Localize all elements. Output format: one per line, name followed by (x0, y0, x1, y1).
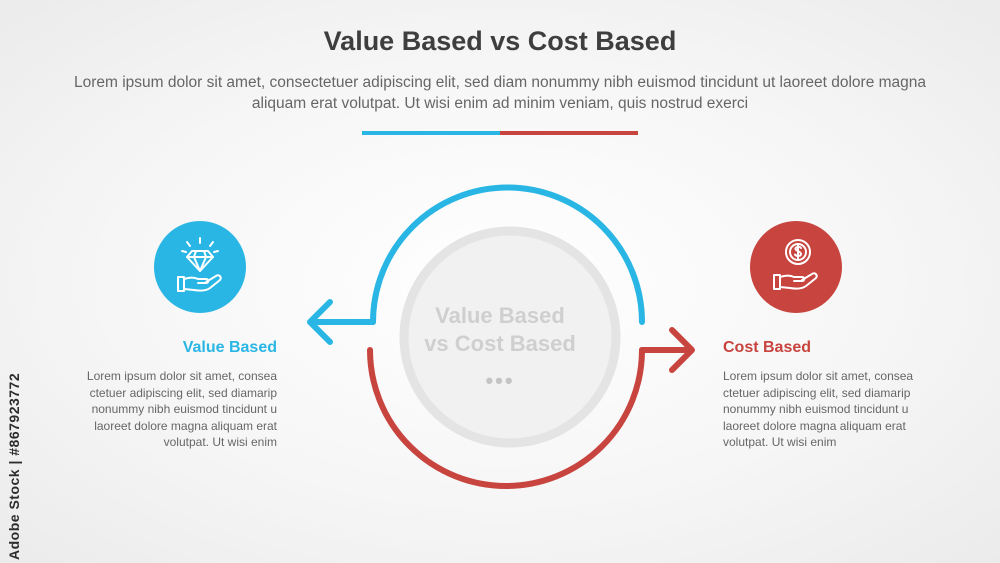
page-title: Value Based vs Cost Based (323, 26, 677, 56)
red-arc (367, 347, 645, 489)
blue-arrow-head (307, 299, 333, 345)
coin-hand-icon (773, 239, 818, 290)
divider-blue (362, 131, 500, 135)
cost-based-description: Lorem ipsum dolor sit amet, consea ctetu… (723, 369, 914, 449)
cost-icon-circle (750, 221, 842, 313)
watermark-side-text: Adobe Stock | #867923772 (6, 372, 22, 560)
red-arrow-head (669, 327, 695, 373)
center-dots: ••• (485, 368, 515, 393)
diamond-hand-icon (177, 237, 222, 292)
value-based-description: Lorem ipsum dolor sit amet, consea ctetu… (86, 369, 277, 449)
cost-based-title: Cost Based (723, 339, 812, 356)
center-label-line1: Value Based (435, 303, 565, 328)
value-based-title: Value Based (182, 339, 277, 356)
divider-red (500, 131, 638, 135)
center-ring (399, 226, 621, 448)
center-label-line2: vs Cost Based (424, 331, 576, 356)
blue-arc (370, 184, 645, 325)
value-icon-circle (154, 221, 246, 313)
page-subtitle: Lorem ipsum dolor sit amet, consectetuer… (73, 74, 927, 112)
